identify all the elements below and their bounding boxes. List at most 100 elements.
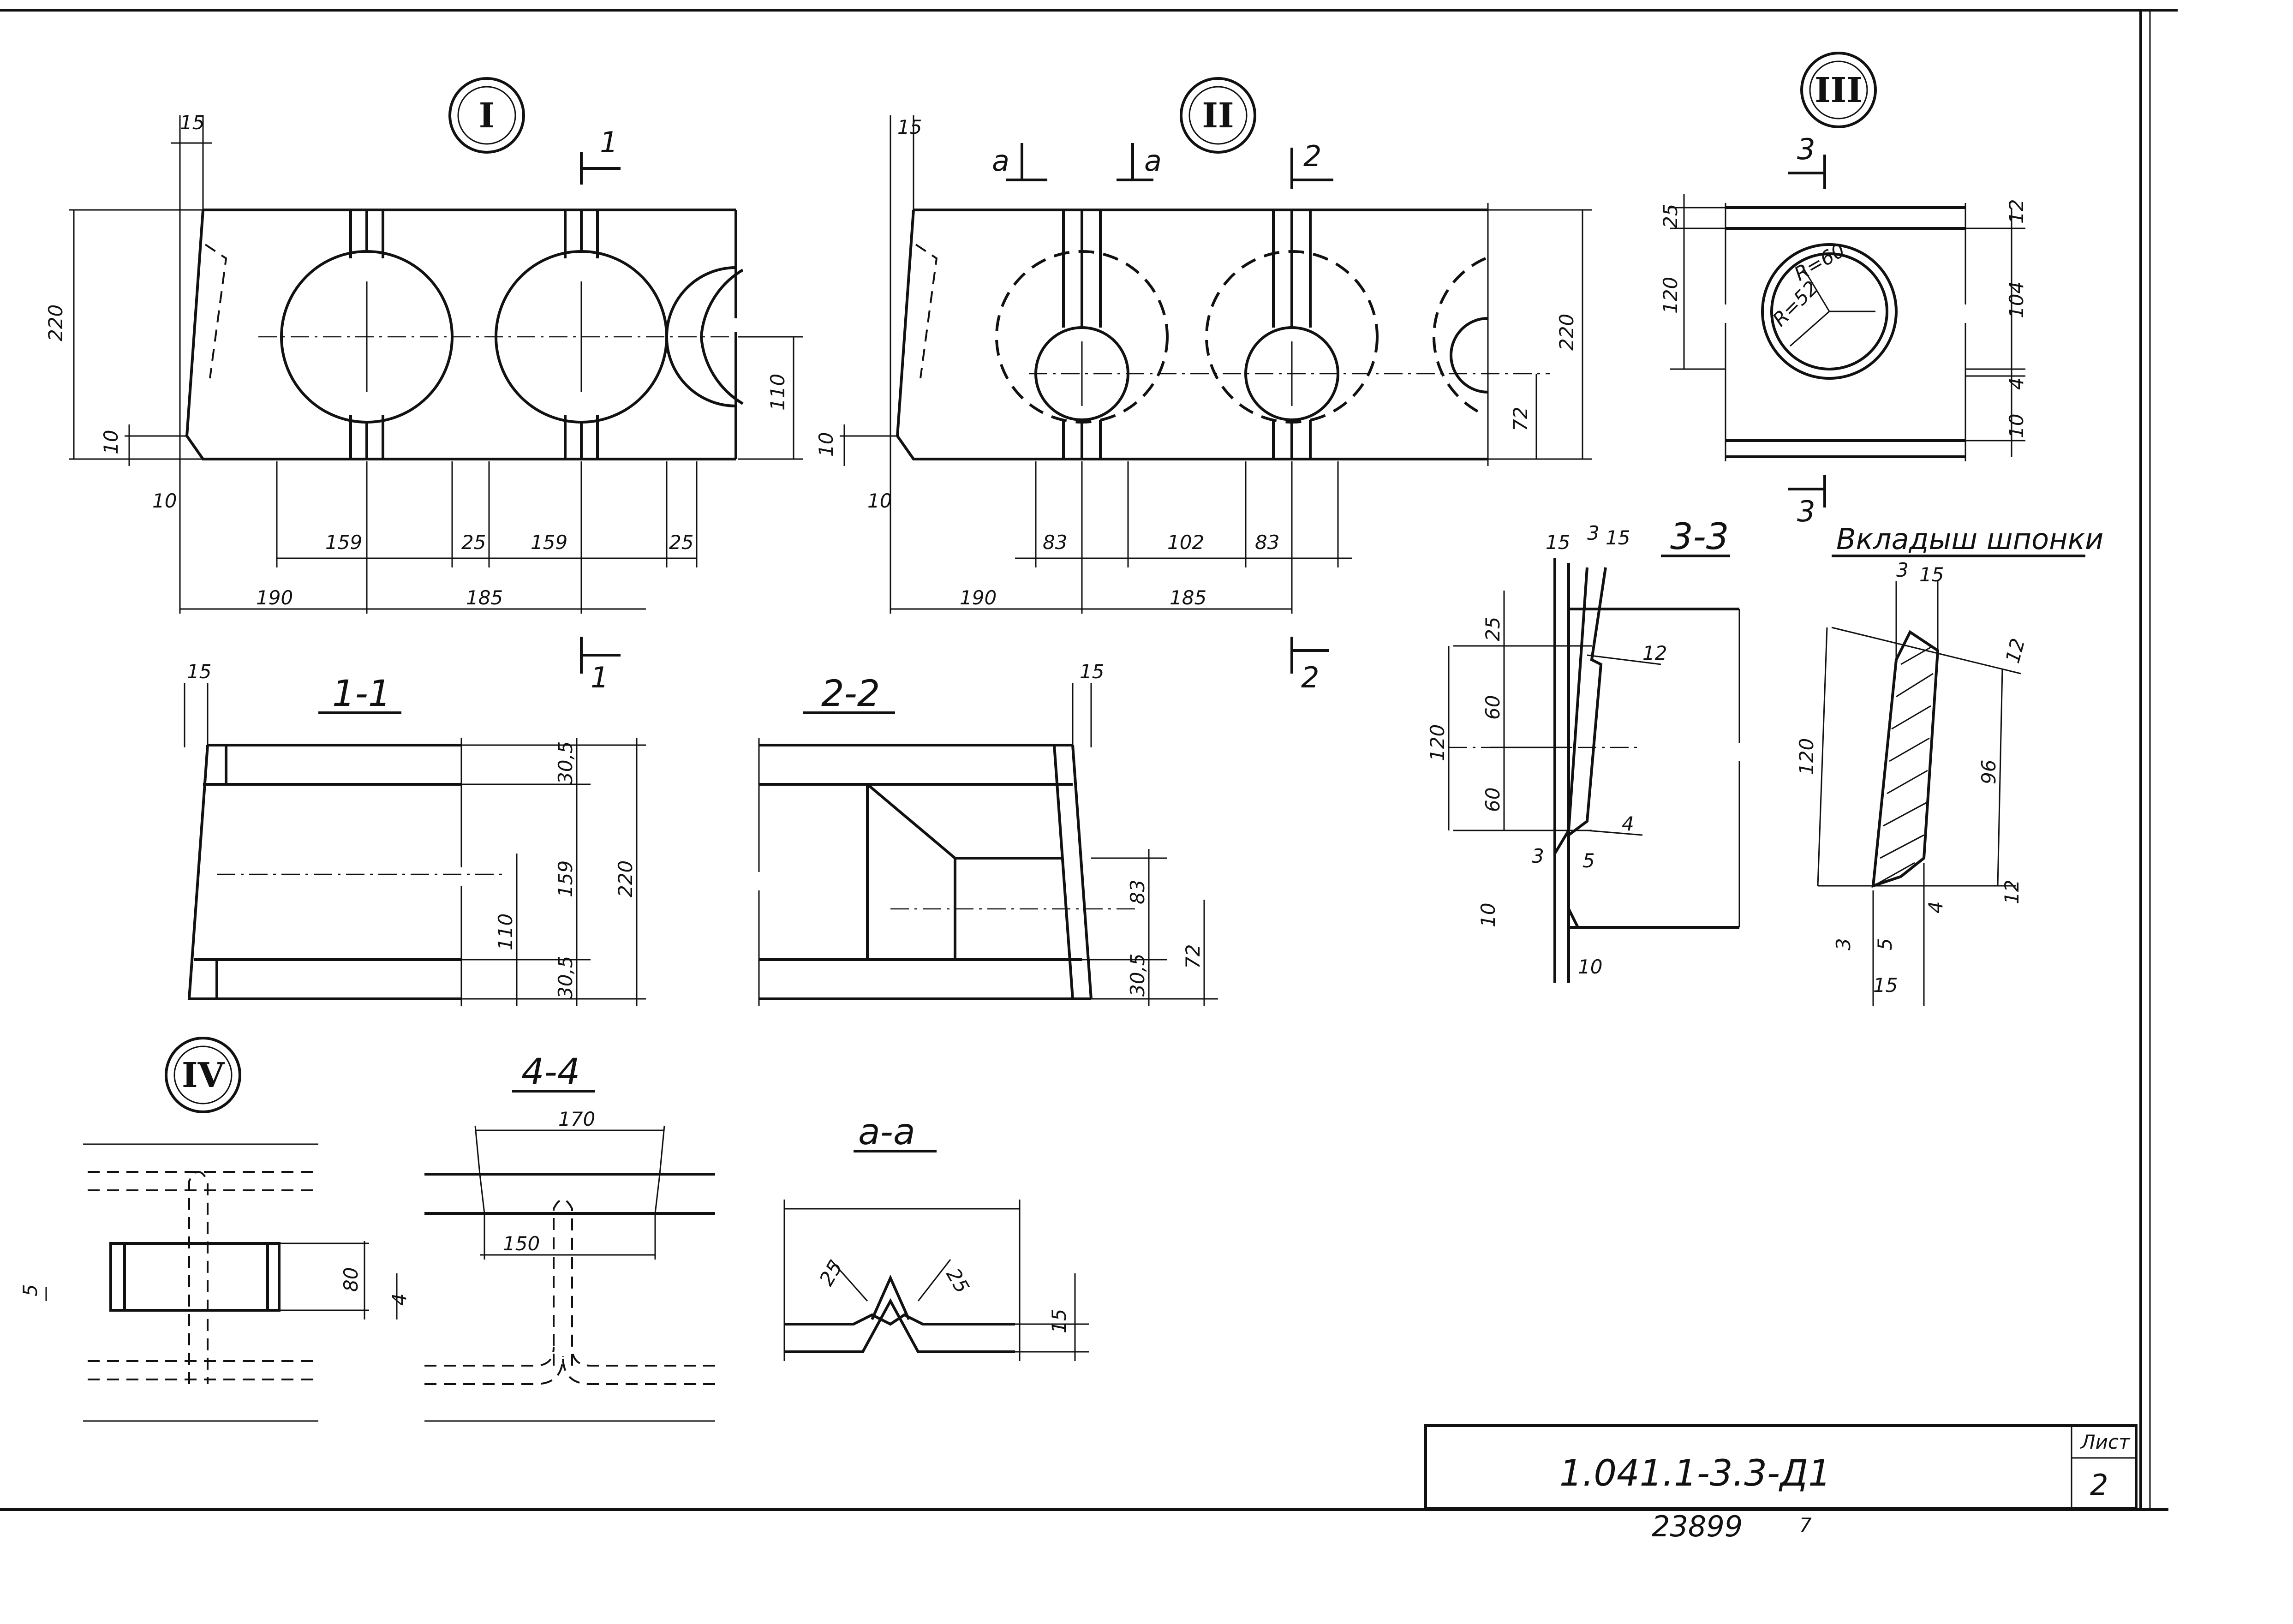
dim-s33-60b: 60: [1481, 788, 1504, 812]
dim-s33-4: 4: [1622, 812, 1634, 835]
dim-v2-185: 185: [1170, 586, 1206, 609]
section-1-1: 1-1 15 30,5 159 220 110 30,5: [184, 660, 646, 1006]
section-4-4: 4-4 170 150: [424, 1051, 715, 1422]
dim-s11-305a: 30,5: [554, 741, 577, 784]
dim-s11-15: 15: [187, 660, 211, 683]
dim-v1-25b: 25: [669, 531, 693, 554]
dim-v3-120: 120: [1659, 277, 1682, 314]
cut-2-bottom-label: 2: [1301, 661, 1319, 694]
dim-v2-83a: 83: [1043, 531, 1067, 554]
dim-ins-12b: 12: [2000, 880, 2023, 904]
dim-v1-25a: 25: [461, 531, 486, 554]
dim-v3-25: 25: [1659, 204, 1682, 228]
dim-ins-4: 4: [1924, 901, 1947, 914]
dim-s11-110: 110: [494, 914, 517, 950]
key-insert: Вкладыш шпонки 3 15 12 120 96 12 4 3 5 1…: [1795, 522, 2103, 1006]
dim-v1-190: 190: [256, 586, 293, 609]
cut-1-top-label: 1: [600, 125, 618, 159]
dim-v2-190: 190: [960, 586, 997, 609]
dim-s33-60a: 60: [1481, 695, 1504, 720]
cut-a-left-label: a: [992, 144, 1009, 178]
section-a-a-title: a-a: [858, 1111, 915, 1153]
dim-s44-170: 170: [558, 1108, 595, 1130]
cut-3-bottom-label: 3: [1797, 495, 1815, 528]
dim-saa-15: 15: [1048, 1309, 1070, 1333]
sheet-frame: [0, 9, 2178, 1511]
dim-v2-10a: 10: [815, 432, 837, 457]
section-3-3: 3-3 15 3 15 25 12 60 120 60 4 3 5 10 10: [1426, 516, 1740, 983]
section-a-a: a-a 25 25 15: [783, 1111, 1089, 1361]
dim-v3-12: 12: [2005, 199, 2028, 224]
dim-s22-72: 72: [1182, 944, 1204, 969]
cut-1-bottom-label: 1: [591, 661, 609, 694]
dim-s33-10b: 10: [1578, 955, 1602, 978]
dim-ins-15a: 15: [1919, 563, 1944, 586]
dim-s33-5: 5: [1582, 849, 1595, 872]
dim-v2-83b: 83: [1255, 531, 1279, 554]
title-sheet-number: 2: [2090, 1468, 2108, 1502]
dim-v2-15: 15: [897, 116, 922, 138]
dim-s33-120: 120: [1426, 724, 1449, 761]
section-4-4-title: 4-4: [521, 1051, 580, 1093]
title-designation: 1.041.1-3.3-Д1: [1559, 1453, 1831, 1494]
dim-s22-83: 83: [1126, 880, 1149, 904]
dim-s33-12: 12: [1642, 642, 1667, 664]
view-2: II: [815, 77, 1592, 694]
dim-ins-96: 96: [1977, 760, 2000, 784]
dim-s33-10a: 10: [1477, 903, 1499, 927]
dim-v2-72: 72: [1509, 407, 1532, 431]
dim-s11-305b: 30,5: [554, 955, 577, 999]
view-3: III 3 3 25 120 R=60 R=52 12 104 4: [1659, 52, 2028, 528]
cut-3-top-label: 3: [1797, 132, 1815, 166]
dim-s33-25: 25: [1481, 617, 1504, 641]
dim-v1-10a: 10: [100, 430, 122, 454]
section-2-2: 2-2 15 83 30,5 72: [758, 660, 1218, 1006]
view-1-label: I: [479, 96, 495, 136]
dim-v4-80: 80: [340, 1267, 362, 1292]
view-2-label: II: [1202, 96, 1234, 136]
dim-v4-4: 4: [388, 1293, 411, 1306]
dim-v3-4: 4: [2005, 377, 2028, 390]
dim-v2-220: 220: [1555, 314, 1578, 351]
dim-v1-159a: 159: [325, 531, 362, 554]
key-insert-title: Вкладыш шпонки: [1836, 522, 2103, 556]
dim-v3-r52: R=52: [1768, 276, 1822, 331]
view-1: I: [44, 77, 803, 694]
view-3-label: III: [1815, 71, 1863, 110]
title-inventory-number: 23899: [1652, 1510, 1743, 1543]
dim-ins-15b: 15: [1873, 974, 1898, 997]
dim-v1-185: 185: [466, 586, 503, 609]
view-4: IV 5 80 4: [19, 1037, 411, 1422]
cut-2-top-label: 2: [1303, 139, 1321, 173]
dim-saa-25a: 25: [815, 1257, 847, 1290]
dim-ins-3a: 3: [1896, 559, 1909, 581]
dim-v3-104: 104: [2005, 281, 2028, 318]
key-insert-hatch: [1877, 645, 1934, 884]
dim-v1-220: 220: [44, 304, 67, 341]
section-1-1-title: 1-1: [332, 673, 391, 715]
dim-s11-220: 220: [614, 860, 637, 897]
title-mark: 7: [1799, 1514, 1812, 1536]
dim-s22-15: 15: [1080, 660, 1104, 683]
view-4-label: IV: [182, 1056, 225, 1095]
dim-s33-3: 3: [1587, 522, 1600, 544]
dim-v1-159b: 159: [531, 531, 567, 554]
dim-s44-150: 150: [503, 1232, 540, 1255]
section-3-3-title: 3-3: [1670, 516, 1729, 558]
dim-ins-12a: 12: [2001, 636, 2029, 665]
dim-ins-120: 120: [1795, 738, 1818, 775]
title-block: 1.041.1-3.3-Д1 Лист 2 23899 7: [1424, 1424, 2138, 1543]
cut-a-right-label: a: [1144, 144, 1162, 178]
section-2-2-title: 2-2: [821, 673, 880, 715]
dim-v3-10: 10: [2005, 414, 2028, 438]
dim-v2-10b: 10: [867, 490, 892, 512]
dim-ins-3b: 3: [1832, 938, 1855, 950]
dim-v1-110: 110: [766, 374, 789, 411]
dim-v1-10b: 10: [152, 490, 177, 512]
dim-s33-15b: 15: [1606, 526, 1630, 549]
dim-s33-15a: 15: [1546, 531, 1570, 554]
dim-s11-159: 159: [554, 860, 577, 897]
dim-saa-25b: 25: [942, 1265, 973, 1297]
dim-s33-3b: 3: [1532, 845, 1544, 867]
